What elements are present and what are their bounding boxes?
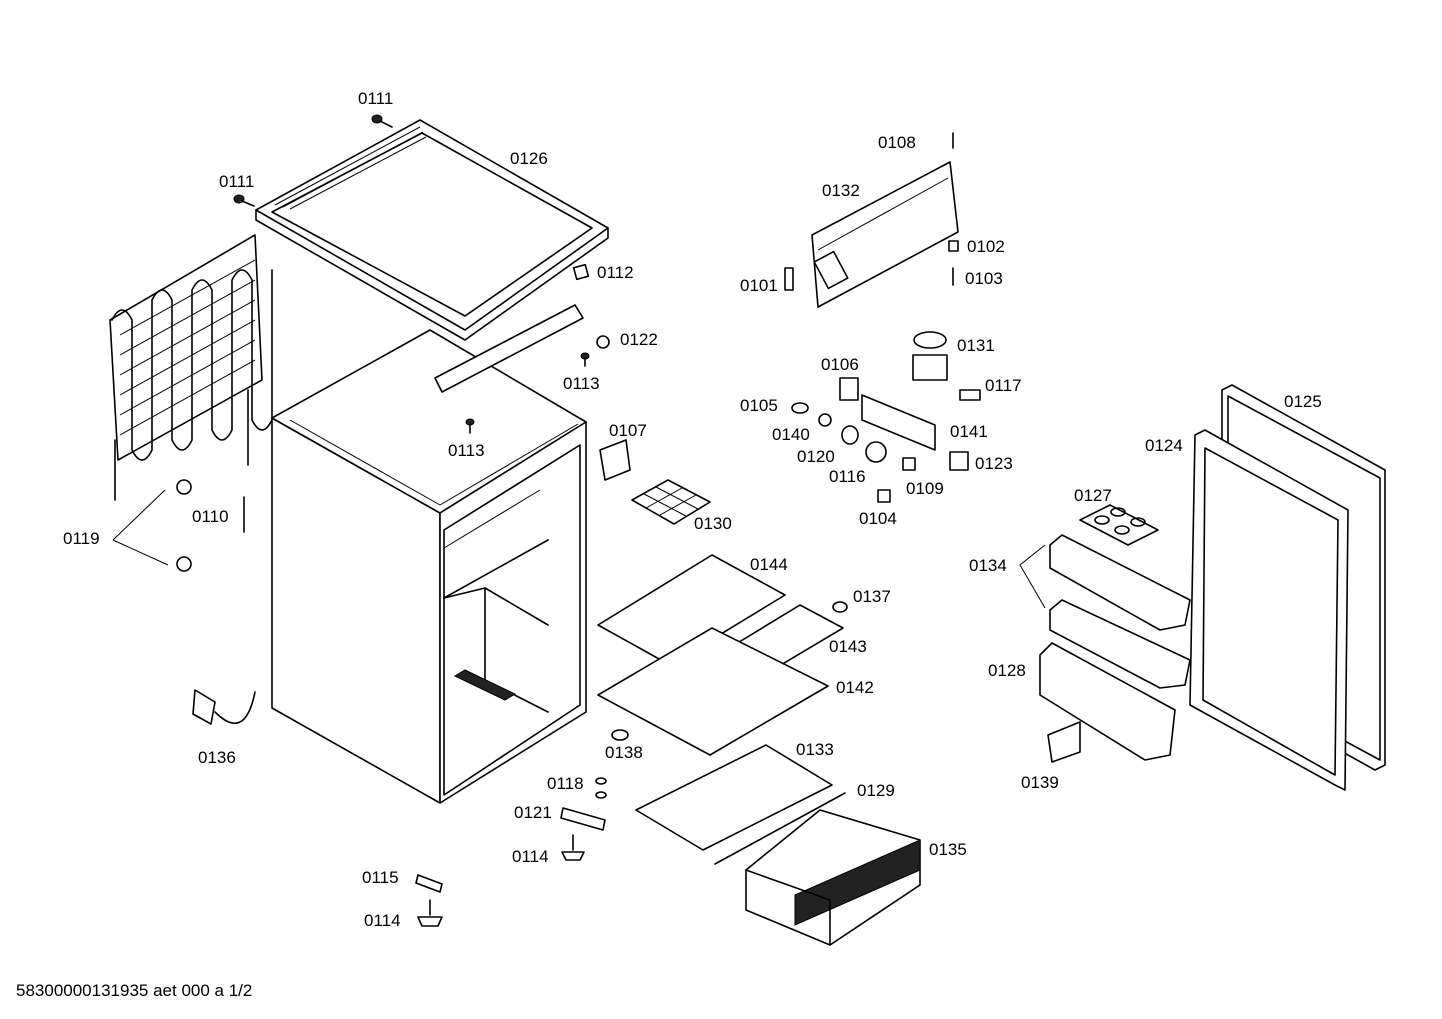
label-0125: 0125 bbox=[1284, 392, 1322, 411]
label-0124: 0124 bbox=[1145, 436, 1183, 455]
strip-0129 bbox=[714, 792, 846, 865]
label-0104: 0104 bbox=[859, 509, 897, 528]
label-0105: 0105 bbox=[740, 396, 778, 415]
part-0101 bbox=[784, 267, 794, 291]
label-0107: 0107 bbox=[609, 421, 647, 440]
part-0139 bbox=[1047, 721, 1081, 763]
bracket-0115 bbox=[415, 874, 443, 893]
freezer-door-0132 bbox=[811, 161, 959, 308]
label-0123: 0123 bbox=[975, 454, 1013, 473]
worktop-lid bbox=[255, 119, 609, 341]
label-0130: 0130 bbox=[694, 514, 732, 533]
part-0117 bbox=[959, 389, 981, 401]
label-0110: 0110 bbox=[192, 507, 229, 526]
label-0119: 0119 bbox=[63, 529, 100, 548]
switch-0123 bbox=[949, 451, 969, 471]
label-0109: 0109 bbox=[906, 479, 944, 498]
label-0131: 0131 bbox=[957, 336, 995, 355]
label-0139: 0139 bbox=[1021, 773, 1059, 792]
label-0126: 0126 bbox=[510, 149, 548, 168]
foot-0114-a bbox=[561, 834, 585, 861]
label-0128: 0128 bbox=[988, 661, 1026, 680]
lampholder-0120 bbox=[841, 425, 859, 445]
label-0137: 0137 bbox=[853, 587, 891, 606]
crisper-drawer bbox=[745, 809, 921, 946]
label-0101: 0101 bbox=[740, 276, 778, 295]
label-0136: 0136 bbox=[198, 748, 236, 767]
label-0135: 0135 bbox=[929, 840, 967, 859]
clip-0112 bbox=[572, 263, 590, 281]
part-0102 bbox=[948, 240, 959, 252]
cabinet-body bbox=[271, 329, 587, 804]
hinge-0121 bbox=[560, 807, 606, 831]
door-bin-0128 bbox=[1039, 642, 1176, 761]
label-0129: 0129 bbox=[857, 781, 895, 800]
screw-0111-top bbox=[371, 114, 393, 128]
drawing-number: 58300000131935 aet 000 a 1/2 bbox=[16, 981, 253, 1000]
door-bin-0134-b bbox=[1049, 599, 1191, 689]
lamp-housing-0141 bbox=[861, 394, 936, 451]
label-0111-top: 0111 bbox=[358, 89, 393, 108]
cover-0107 bbox=[599, 439, 631, 481]
label-0133: 0133 bbox=[796, 740, 834, 759]
label-0114-a: 0114 bbox=[512, 847, 549, 866]
clip-0138 bbox=[611, 729, 629, 741]
power-cord bbox=[192, 689, 256, 725]
lamp-0105 bbox=[791, 402, 809, 414]
ice-tray bbox=[631, 479, 711, 525]
label-0120: 0120 bbox=[797, 447, 835, 466]
label-0113-a: 0113 bbox=[563, 374, 600, 393]
leader-0134 bbox=[1019, 544, 1046, 609]
label-0132: 0132 bbox=[822, 181, 860, 200]
clip-0137 bbox=[832, 601, 848, 613]
part-labels: 0111 0111 0126 0112 0122 0113 0113 0119 … bbox=[63, 89, 1322, 930]
label-0111-left: 0111 bbox=[219, 172, 254, 191]
shelf-0142 bbox=[597, 627, 829, 756]
hinge-bracket bbox=[434, 304, 610, 393]
label-0106 bbox=[839, 377, 859, 401]
button-0109 bbox=[902, 457, 916, 471]
label-0134: 0134 bbox=[969, 556, 1007, 575]
screw-0113-b bbox=[465, 418, 475, 434]
glass-shelf-0133 bbox=[635, 744, 833, 851]
label-0118: 0118 bbox=[547, 774, 584, 793]
egg-tray-0127 bbox=[1079, 504, 1159, 546]
label-0108: 0108 bbox=[878, 133, 916, 152]
label-0143: 0143 bbox=[829, 637, 867, 656]
label-0127: 0127 bbox=[1074, 486, 1112, 505]
label-0115: 0115 bbox=[362, 868, 399, 887]
label-0102: 0102 bbox=[967, 237, 1005, 256]
label-0140: 0140 bbox=[772, 425, 810, 444]
shelf-0144 bbox=[597, 554, 786, 666]
label-0116: 0116 bbox=[829, 467, 866, 486]
screw-0111-left bbox=[233, 194, 255, 207]
label-0141: 0141 bbox=[950, 422, 988, 441]
label-0112: 0112 bbox=[597, 263, 634, 282]
label-0138: 0138 bbox=[605, 743, 643, 762]
gasket-0124 bbox=[1189, 429, 1349, 791]
label-0113-b: 0113 bbox=[448, 441, 485, 460]
condenser-coil bbox=[109, 234, 273, 501]
label-0103: 0103 bbox=[965, 269, 1003, 288]
thermostat-0131 bbox=[912, 331, 948, 381]
label-0144: 0144 bbox=[750, 555, 788, 574]
label-0117: 0117 bbox=[985, 376, 1022, 395]
label-0121: 0121 bbox=[514, 803, 552, 822]
label-0142: 0142 bbox=[836, 678, 874, 697]
part-0104 bbox=[877, 489, 891, 503]
ring-0140 bbox=[818, 413, 832, 427]
coil-feet-0119 bbox=[112, 479, 192, 572]
label-0114-b: 0114 bbox=[364, 911, 401, 930]
label-0106: 0106 bbox=[821, 355, 859, 374]
door-bin-0134-a bbox=[1049, 534, 1191, 631]
washers-0118 bbox=[595, 777, 607, 799]
knob-0116 bbox=[865, 441, 887, 463]
label-0122: 0122 bbox=[620, 330, 658, 349]
screw-0113-a bbox=[580, 352, 590, 367]
foot-0114-b bbox=[417, 899, 443, 927]
